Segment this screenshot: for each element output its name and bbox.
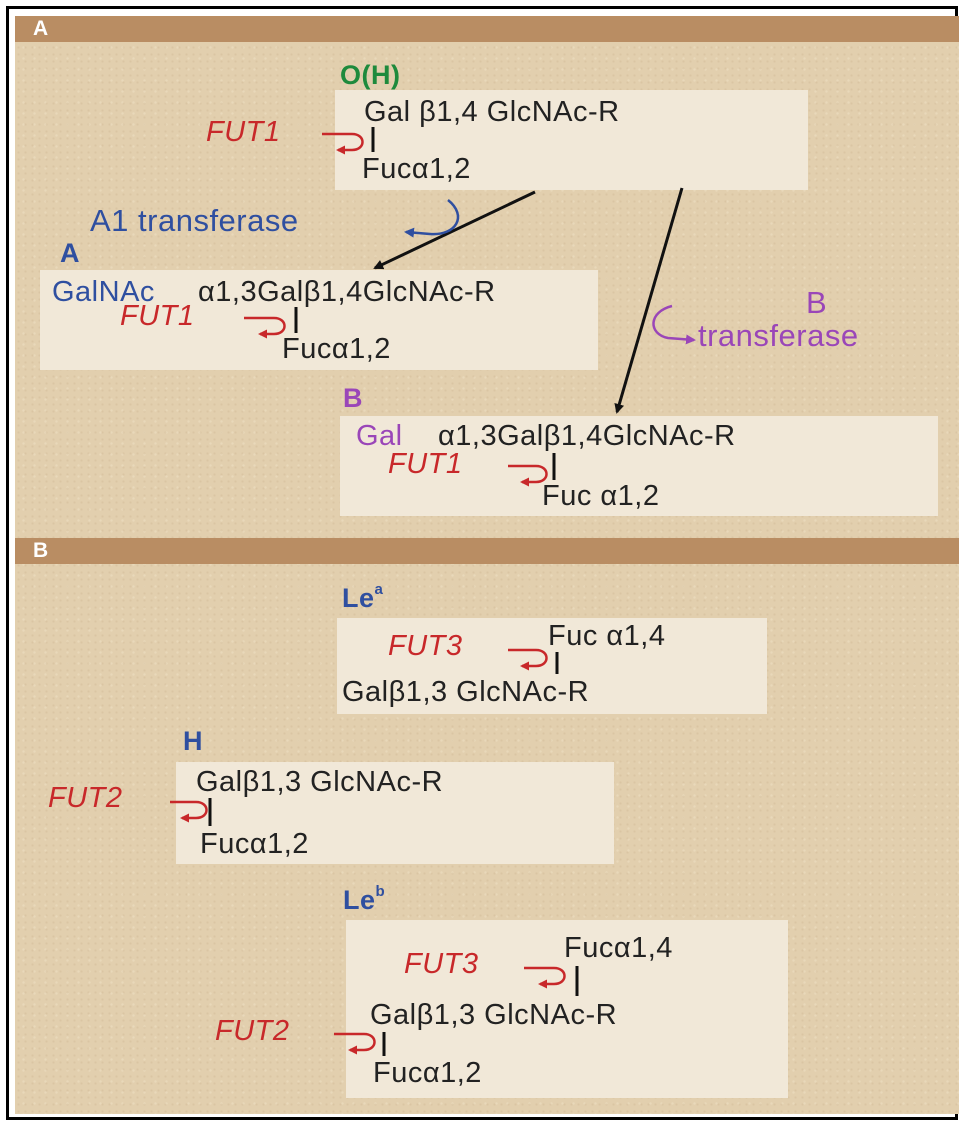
h-fut2-label: FUT2: [48, 782, 123, 814]
a1-transferase-curve: [404, 199, 460, 238]
arrow-oh-to-b: [614, 187, 684, 414]
lea-heading: Lea: [342, 581, 384, 614]
b-line2: Fuc α1,2: [542, 480, 660, 512]
b-fut1-hook: [508, 464, 548, 487]
a-fut1-label: FUT1: [120, 300, 195, 332]
leb-line1: Fucα1,4: [564, 932, 673, 964]
oh-line1: Gal β1,4 GlcNAc-R: [364, 96, 620, 128]
leb-heading: Leb: [343, 883, 386, 916]
a-galnac-prefix: GalNAc: [52, 276, 155, 308]
oh-heading: O(H): [340, 60, 401, 90]
leb-fut3-hook: [524, 966, 566, 989]
oh-structure-box: [335, 90, 808, 190]
lea-line2: Galβ1,3 GlcNAc-R: [342, 676, 590, 708]
panel-b-band: B: [15, 538, 959, 564]
panel-a-band: A: [15, 16, 959, 42]
h-structure-box: [176, 762, 614, 864]
leb-fut2-label: FUT2: [215, 1015, 290, 1047]
b-structure-box: [340, 416, 938, 516]
lea-fut3-hook: [508, 648, 548, 671]
panel-b-label: B: [33, 539, 49, 562]
b-transferase-line2: transferase: [698, 318, 859, 353]
leb-fut3-label: FUT3: [404, 948, 479, 980]
leb-line3: Fucα1,2: [373, 1057, 482, 1089]
a-line2: Fucα1,2: [282, 333, 391, 365]
enzyme-hooks: [170, 132, 566, 1055]
b-transferase-line1: B: [806, 285, 828, 320]
a-heading: A: [60, 238, 80, 268]
a-fut1-hook: [244, 316, 286, 339]
h-line1: Galβ1,3 GlcNAc-R: [196, 766, 444, 798]
oh-line2: Fucα1,2: [362, 153, 471, 185]
a-line1: α1,3Galβ1,4GlcNAc-R: [198, 276, 496, 308]
h-fut2-hook: [170, 800, 208, 823]
b-gal-prefix: Gal: [356, 420, 403, 452]
leb-heading-text: Le: [343, 885, 376, 915]
h-line2: Fucα1,2: [200, 828, 309, 860]
b-heading: B: [343, 383, 363, 413]
leb-fut2-hook: [334, 1032, 376, 1055]
lea-structure-box: [337, 618, 767, 714]
lea-heading-text: Le: [342, 583, 375, 613]
lea-fut3-label: FUT3: [388, 630, 463, 662]
leb-line2: Galβ1,3 GlcNAc-R: [370, 999, 618, 1031]
leb-heading-sup: b: [375, 883, 386, 900]
leb-structure-box: [346, 920, 788, 1098]
b-line1: α1,3Galβ1,4GlcNAc-R: [438, 420, 736, 452]
lea-line1: Fuc α1,4: [548, 620, 666, 652]
h-heading: H: [183, 726, 203, 756]
a-structure-box: [40, 270, 598, 370]
oh-fut1-label: FUT1: [206, 116, 281, 148]
bond-bars: [208, 127, 579, 1056]
arrow-oh-to-a: [373, 190, 536, 270]
b-transferase-curve: [652, 304, 696, 345]
lea-heading-sup: a: [374, 581, 384, 598]
oh-fut1-hook: [322, 132, 364, 155]
a1-transferase-label: A1 transferase: [90, 203, 299, 238]
b-fut1-label: FUT1: [388, 448, 463, 480]
panel-a-label: A: [33, 17, 49, 40]
